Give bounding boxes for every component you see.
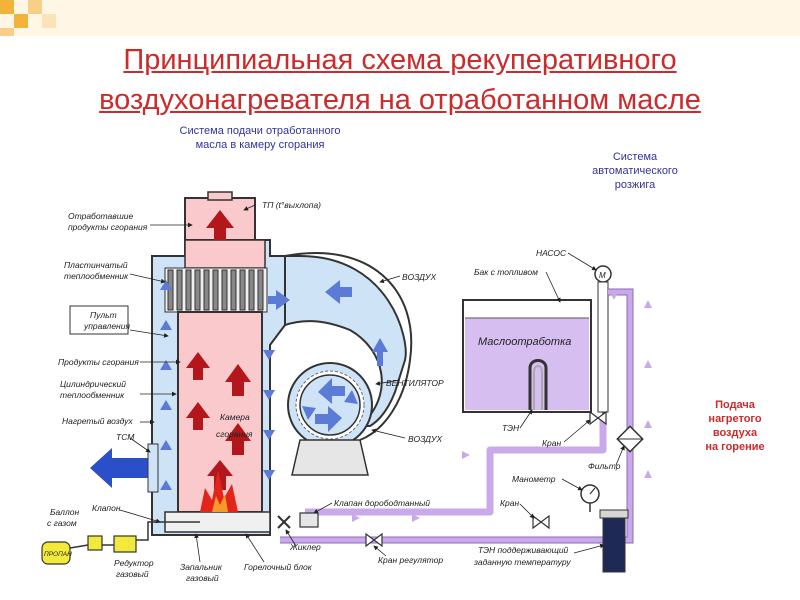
label-waste-oil: Маслоотработка [478, 336, 571, 348]
label-ten-temp-1: ТЭН поддерживающий [478, 545, 569, 555]
tank-heater [528, 359, 548, 410]
control-panel-box [69, 305, 129, 335]
oil-supply-note-line1: Система подачи отработанного [179, 125, 341, 137]
label-valve: Клапон [92, 503, 121, 513]
label-afterburn-valve: Клапан дорободтанный [334, 498, 430, 508]
regulator-tap [365, 532, 383, 548]
hot-air-note-line3: воздуха [712, 427, 758, 439]
label-pump: НАСОС [536, 248, 567, 258]
hot-air-outlet-arrow [90, 448, 150, 488]
label-ten-temp-2: заданную температуру [473, 557, 571, 567]
fan-volute [284, 255, 407, 427]
gas-line [69, 521, 200, 549]
exhaust-cap [207, 191, 233, 201]
leader-lines [119, 204, 625, 563]
title-line-1: Принципиальная схема рекуперативного [123, 44, 677, 76]
label-cylinder-exchanger-2: теплообменник [60, 390, 125, 400]
ignition-note-line3: розжига [614, 179, 656, 191]
fan-base [291, 439, 369, 476]
label-fan: ВЕНТИЛЯТОР [386, 378, 444, 388]
label-air-bottom: ВОЗДУХ [408, 434, 442, 444]
label-nozzle: Жиклер [289, 542, 321, 552]
label-regulator-tap: Кран регулятор [378, 555, 443, 565]
supporting-ten [602, 511, 626, 573]
nozzle-mark [277, 515, 291, 529]
label-gas-igniter-2: газовый [186, 573, 219, 583]
upper-hot-zone [184, 239, 266, 269]
air-jacket-arrows [160, 280, 275, 490]
slide-title: Принципиальная схема рекуперативного воз… [30, 40, 770, 120]
volute-arrows [268, 280, 388, 366]
label-manometer: Манометр [512, 474, 556, 484]
label-propane: ПРОПАН [44, 551, 72, 558]
label-gas-igniter-1: Запальник [180, 562, 223, 572]
title-line-2: воздухонагревателя на отработанном масле [99, 84, 701, 116]
gas-reducer [113, 535, 137, 553]
label-fuel-tank: Бак с топливом [474, 267, 538, 277]
label-tp-exhaust: ТП (t°выхлопа) [262, 200, 321, 210]
label-cylinder-exchanger-1: Цилиндрический [60, 379, 126, 389]
label-motor: М [599, 271, 606, 280]
gas-valve [87, 535, 103, 551]
label-gas-reducer-1: Редуктор [114, 558, 154, 568]
label-heated-air: Нагретый воздух [62, 416, 133, 426]
burner-flame [200, 470, 238, 512]
oil-flow-arrows [352, 292, 652, 522]
hot-flow-arrows [186, 210, 251, 490]
label-tap-top: Кран [542, 438, 561, 448]
label-gas-bottle-2: с газом [47, 518, 77, 528]
corner-decoration [0, 0, 800, 36]
label-gas-reducer-2: газовый [116, 569, 149, 579]
label-exhaust-products-1: Отработавшие [68, 211, 133, 221]
fan-swirl-arrows [302, 378, 358, 432]
waste-oil-level [465, 318, 589, 410]
plate-exchanger [164, 267, 268, 313]
oil-supply-note: Система подачи отработанного масла в кам… [150, 124, 370, 152]
ignition-note-line2: автоматического [592, 165, 678, 177]
label-tsm: ТСМ [116, 432, 135, 442]
label-plate-exchanger-2: теплообменник [64, 271, 129, 281]
label-filter: Фильтр [588, 461, 621, 471]
label-ten: ТЭН [502, 423, 520, 433]
label-burner-block: Горелочный блок [244, 562, 313, 572]
label-exhaust-products-2: продукты сгорания [68, 222, 148, 232]
propane-bottle [41, 541, 71, 565]
label-combustion-chamber-2: сгорания [216, 429, 253, 439]
oil-supply-note-line2: масла в камеру сгорания [195, 139, 325, 151]
label-gas-bottle-1: Баллон [50, 507, 79, 517]
label-plate-exchanger-1: Пластинчатый [64, 260, 128, 270]
tap-top [589, 410, 607, 426]
label-combustion-chamber-1: Камера [220, 412, 250, 422]
hot-air-note: Подача нагретого воздуха на горение [680, 398, 790, 454]
tap-mid [532, 514, 550, 530]
label-control-panel-2: управления [83, 321, 130, 331]
label-combustion-products: Продукты сгорания [58, 357, 139, 367]
ignition-note-line1: Система [612, 151, 658, 163]
pump-shaft [597, 281, 609, 413]
hot-air-note-line1: Подача [715, 399, 755, 411]
hot-air-note-line2: нагретого [708, 413, 762, 425]
label-control-panel-1: Пульт [90, 310, 117, 320]
hot-air-note-line4: на горение [705, 441, 765, 453]
ignition-note: Система автоматического розжига [570, 150, 700, 192]
label-air-top: ВОЗДУХ [402, 272, 436, 282]
afterburn-valve [299, 512, 319, 528]
label-tap-mid: Кран [500, 498, 519, 508]
outlet-flange [147, 443, 159, 493]
